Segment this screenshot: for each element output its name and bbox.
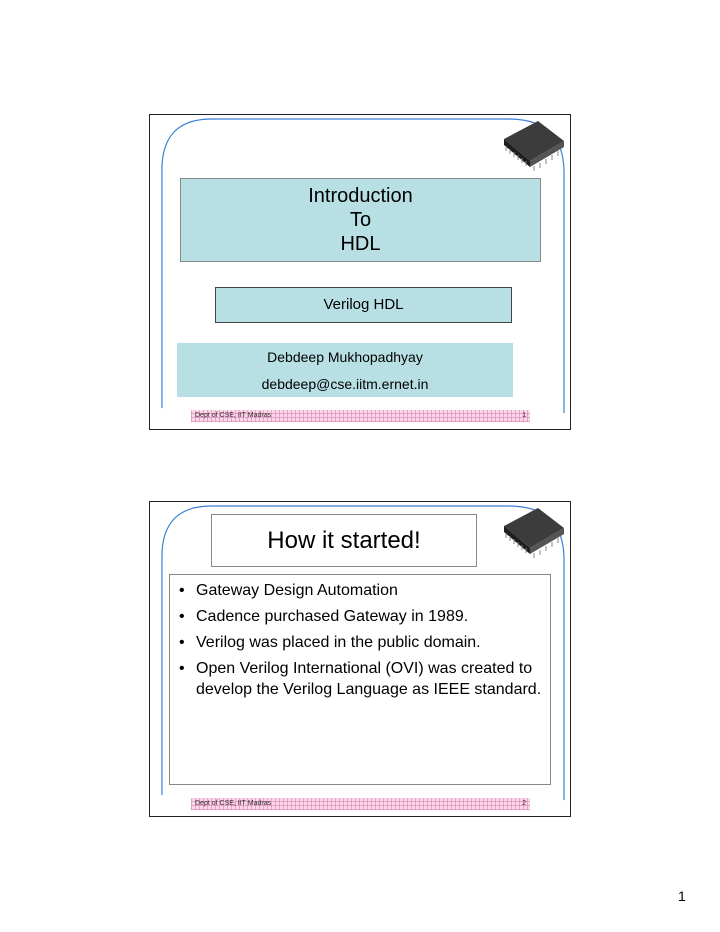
title-line-3: HDL [340, 233, 381, 255]
page-number: 1 [678, 888, 686, 904]
bullet-dot: • [179, 634, 185, 651]
bullet-item: • Gateway Design Automation [178, 580, 542, 601]
footer-slide-number: 2 [522, 800, 526, 807]
chip-icon [504, 121, 564, 171]
bullet-text: Gateway Design Automation [196, 582, 398, 599]
footer-slide-number: 1 [522, 412, 526, 419]
footer-dept: Dept of CSE, IIT Madras [195, 800, 272, 807]
bullet-text: Open Verilog International (OVI) was cre… [196, 660, 542, 698]
bullet-text: Verilog was placed in the public domain. [196, 634, 481, 651]
slide-footer: Dept of CSE, IIT Madras 2 [191, 798, 530, 810]
bullet-dot: • [179, 582, 185, 599]
bullet-dot: • [179, 660, 185, 677]
author-box: Debdeep Mukhopadhyay debdeep@cse.iitm.er… [177, 343, 513, 397]
chip-icon [504, 508, 564, 558]
author-email: debdeep@cse.iitm.ernet.in [261, 376, 429, 392]
bullet-list: • Gateway Design Automation • Cadence purc… [178, 580, 542, 700]
author-name: Debdeep Mukhopadhyay [267, 349, 423, 365]
slide-1: Introduction To HDL Verilog HDL Debdeep … [149, 114, 571, 430]
bullet-item: • Open Verilog International (OVI) was cr… [178, 658, 542, 700]
footer-dept: Dept of CSE, IIT Madras [195, 412, 272, 419]
bullet-text: Cadence purchased Gateway in 1989. [196, 608, 469, 625]
slide-2-title: How it started! [211, 514, 477, 567]
slide-1-title-box: Introduction To HDL [180, 178, 541, 262]
slide-2-body: • Gateway Design Automation • Cadence purc… [169, 574, 551, 785]
bullet-item: • Verilog was placed in the public domain… [178, 632, 542, 653]
slide-2: How it started! • Gateway Design Automati… [149, 501, 571, 817]
bullet-dot: • [179, 608, 185, 625]
bullet-item: • Cadence purchased Gateway in 1989. [178, 606, 542, 627]
slide-footer: Dept of CSE, IIT Madras 1 [191, 410, 530, 422]
title-line-1: Introduction [308, 185, 413, 207]
title-line-2: To [349, 209, 372, 231]
subtitle-box: Verilog HDL [215, 287, 512, 323]
